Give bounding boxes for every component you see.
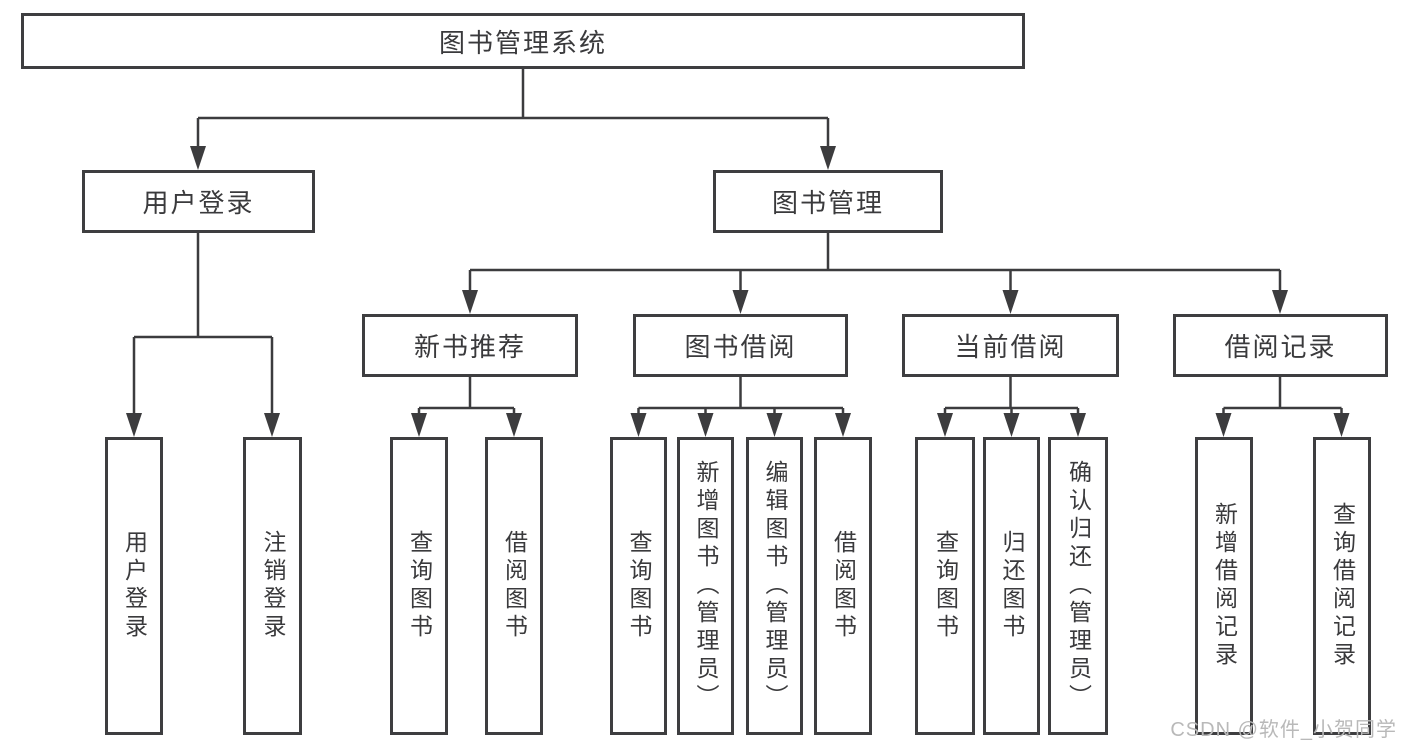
csdn-watermark: CSDN @软件_小贺同学 [1170,719,1397,741]
connector-borrow-records-to-leaves [1215,377,1350,437]
connector-user-login-to-leaves [126,233,280,437]
connector-book-management-to-level3 [462,233,1288,314]
connector-root-to-level2 [190,69,836,170]
leaf-query-borrow-record: 查询借阅记录 [1313,437,1371,735]
leaf-newbook-borrow-book: 借阅图书 [485,437,543,735]
connector-current-borrow-to-leaves [937,377,1086,437]
leaf-logout-login: 注销登录 [243,437,302,735]
leaf-borrow-book: 借阅图书 [814,437,872,735]
leaf-confirm-return-admin: 确认归还（管理员） [1048,437,1108,735]
node-book-management: 图书管理 [713,170,943,233]
leaf-return-book: 归还图书 [983,437,1040,735]
node-book-borrow: 图书借阅 [633,314,848,377]
leaf-user-login: 用户登录 [105,437,163,735]
leaf-borrow-query-book: 查询图书 [610,437,667,735]
node-new-book-recommend: 新书推荐 [362,314,578,377]
leaf-add-book-admin: 新增图书（管理员） [677,437,734,735]
leaf-edit-book-admin: 编辑图书（管理员） [746,437,803,735]
node-borrow-records: 借阅记录 [1173,314,1388,377]
leaf-add-borrow-record: 新增借阅记录 [1195,437,1253,735]
connector-new-book-to-leaves [411,377,522,437]
node-root-library-management-system: 图书管理系统 [21,13,1025,69]
leaf-current-query-book: 查询图书 [915,437,975,735]
connector-book-borrow-to-leaves [630,377,851,437]
node-current-borrow: 当前借阅 [902,314,1119,377]
leaf-newbook-query-book: 查询图书 [390,437,448,735]
node-user-login: 用户登录 [82,170,315,233]
